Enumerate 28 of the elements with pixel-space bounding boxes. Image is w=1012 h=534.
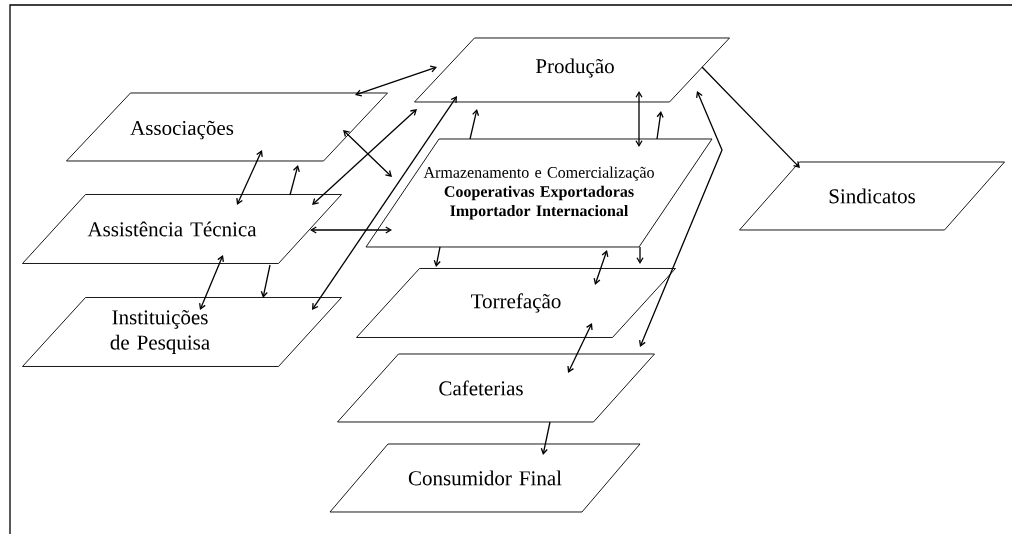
arrow [635, 91, 643, 147]
arrow [469, 109, 480, 140]
parallelogram-box: Armazenamento e Comercialização Cooperativas Exportadoras Importador Internacional [365, 138, 713, 248]
arrow [310, 226, 392, 234]
arrow [540, 421, 551, 455]
arrow [433, 246, 441, 267]
arrow [567, 323, 593, 373]
arrow [236, 150, 263, 205]
parallelogram-box: Assistência Técnica [22, 194, 342, 264]
arrow [199, 255, 224, 310]
arrow [656, 111, 664, 140]
arrow [701, 66, 800, 168]
arrow [636, 246, 644, 264]
arrow [312, 109, 417, 205]
arrow [289, 165, 300, 196]
arrow [312, 96, 457, 310]
arrow [593, 250, 609, 285]
arrow [355, 65, 437, 97]
parallelogram-box: Produção [414, 37, 730, 103]
arrow [260, 264, 271, 298]
arrow [639, 91, 723, 347]
parallelogram-box: Sindicatos [739, 161, 1005, 231]
parallelogram-box: Torrefação [356, 268, 676, 338]
parallelogram-box: Associações [66, 92, 388, 162]
parallelogram-box: Cafeterias [337, 353, 655, 423]
parallelogram-box: Consumidor Final [329, 443, 641, 513]
parallelogram-box: Instituições de Pesquisa [22, 297, 342, 367]
arrow [343, 130, 392, 177]
